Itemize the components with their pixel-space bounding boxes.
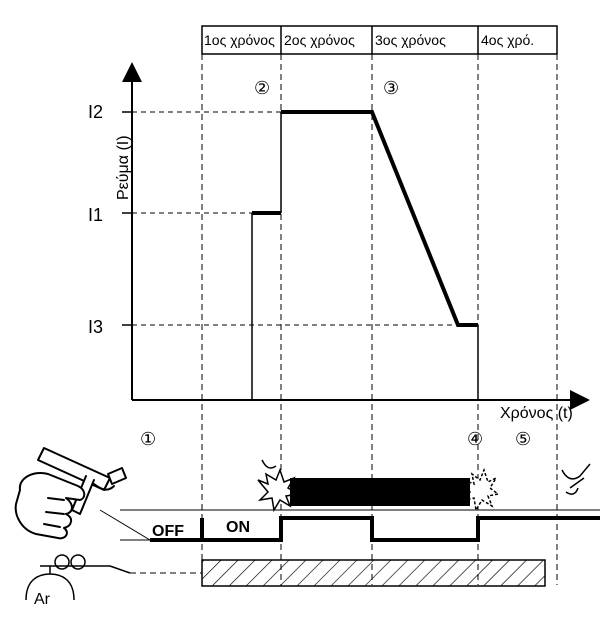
marker-4: ④ xyxy=(467,429,483,449)
arc-end-icon xyxy=(462,467,500,513)
marker-3: ③ xyxy=(383,78,399,98)
x-axis-label: Χρόνος (t) xyxy=(500,405,573,422)
marker-5: ⑤ xyxy=(515,429,531,449)
level-i3: Ι3 xyxy=(88,317,103,337)
phase-label-1: 1ος χρόνος xyxy=(204,32,275,48)
gas-label: Ar xyxy=(34,591,51,608)
level-i2: Ι2 xyxy=(88,102,103,122)
current-profile xyxy=(251,110,479,400)
gas-flow xyxy=(130,559,546,587)
phase-header: 1ος χρόνος 2ος χρόνος 3ος χρόνος 4ος χρό… xyxy=(201,25,558,55)
torch-hand-icon xyxy=(14,447,127,540)
marker-2: ② xyxy=(254,78,270,98)
trigger-release-icon xyxy=(561,463,591,495)
switch-on-label: ON xyxy=(226,519,250,536)
gas-cylinder-icon: Ar xyxy=(25,554,131,608)
phase-label-3: 3ος χρόνος xyxy=(375,32,446,48)
switch-off-label: OFF xyxy=(152,523,184,540)
marker-1: ① xyxy=(140,429,156,449)
top-markers: ② ③ xyxy=(254,78,399,98)
axes: Ρεύμα (Ι) Χρόνος (t) xyxy=(115,62,590,422)
arc-bar xyxy=(290,478,470,506)
switch-signal: OFF ON xyxy=(99,509,600,542)
level-i1: Ι1 xyxy=(88,205,103,225)
bottom-markers: ① ④ ⑤ xyxy=(140,429,531,449)
phase-label-4: 4ος χρό. xyxy=(481,32,534,48)
phase-label-2: 2ος χρόνος xyxy=(284,32,355,48)
current-levels: Ι2 Ι1 Ι3 xyxy=(88,102,458,337)
y-axis-label: Ρεύμα (Ι) xyxy=(115,135,132,200)
